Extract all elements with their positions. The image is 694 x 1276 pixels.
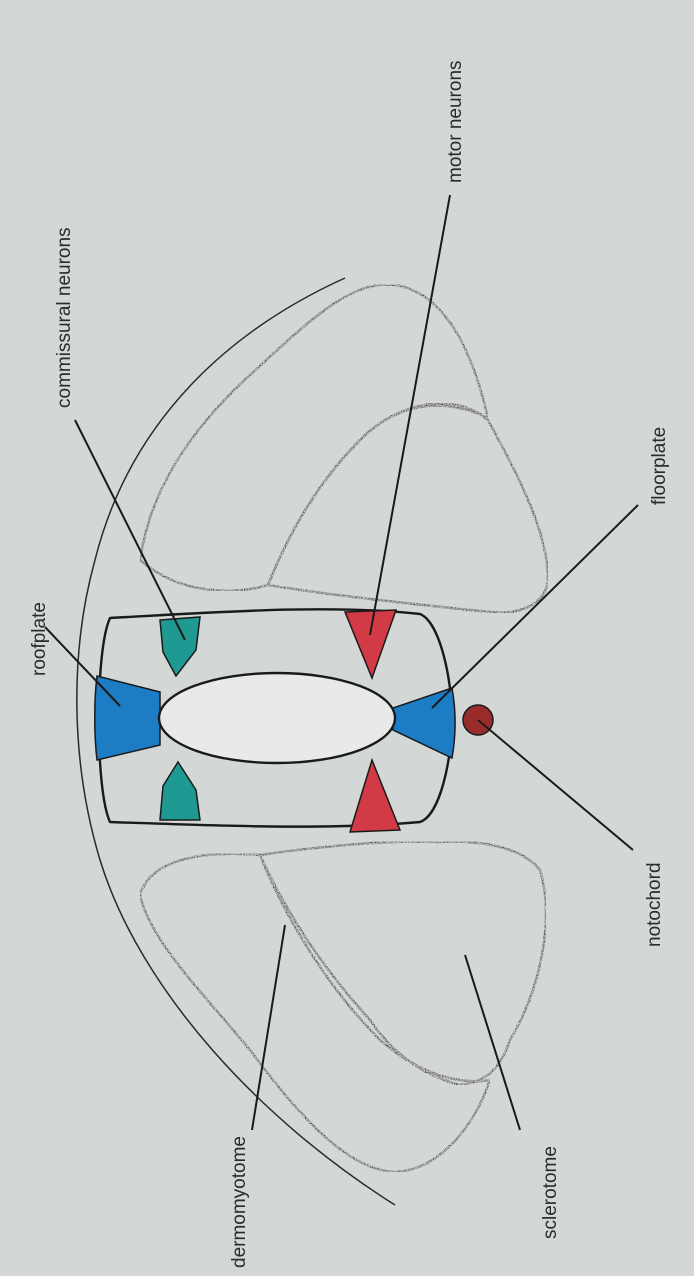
leader-floorplate <box>432 505 638 708</box>
leader-commissural-neurons <box>75 420 185 640</box>
leader-notochord <box>478 720 633 850</box>
leader-dermomyotome <box>252 925 285 1130</box>
leader-motor-neurons <box>370 195 450 635</box>
lower-dermomyotome <box>140 854 490 1172</box>
central-canal <box>159 673 395 763</box>
leader-roofplate <box>45 627 120 706</box>
upper-motor-neurons <box>345 610 396 678</box>
label-dermomyotome: dermomyotome <box>229 1136 250 1268</box>
lower-motor-neurons <box>350 760 400 832</box>
lower-sclerotome <box>260 842 546 1085</box>
leader-sclerotome <box>465 955 520 1130</box>
floorplate-region <box>393 688 455 758</box>
upper-sclerotome <box>268 403 548 612</box>
label-sclerotome: sclerotome <box>540 1146 561 1239</box>
label-motor-neurons: motor neurons <box>445 60 466 183</box>
label-commissural-neurons: commissural neurons <box>54 227 75 408</box>
label-floorplate: floorplate <box>649 427 670 505</box>
label-notochord: notochord <box>644 862 665 947</box>
upper-dermomyotome <box>140 285 488 591</box>
upper-commissural-neurons <box>160 617 200 676</box>
lower-commissural-neurons <box>160 762 200 820</box>
label-roofplate: roofplate <box>29 602 50 676</box>
